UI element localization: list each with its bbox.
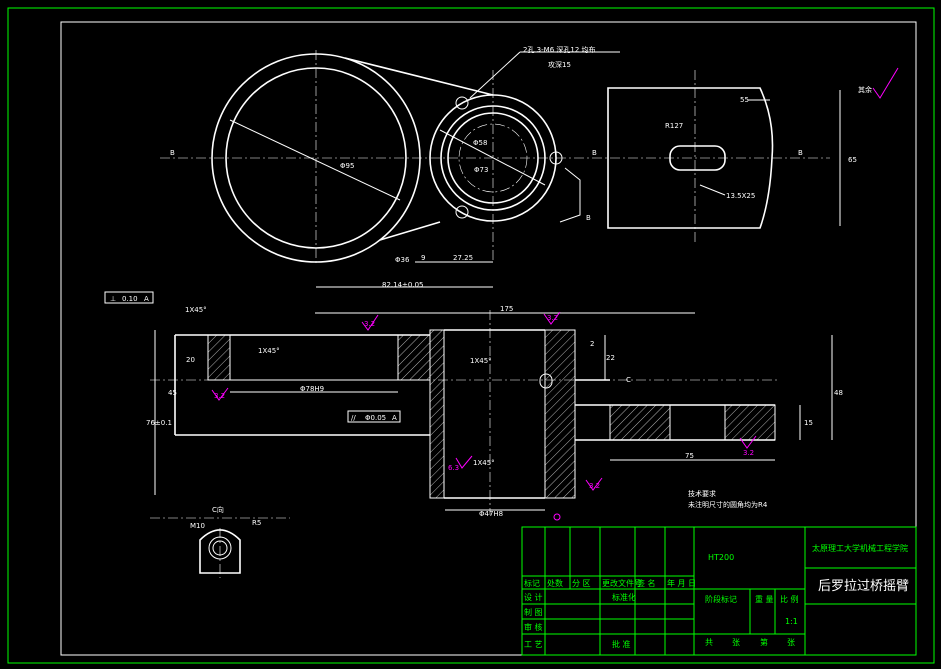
section-view: 175 1X45° 1X45° 1X45° 1X45° Φ78H9 Φ47H8 … [104,291,843,521]
svg-text:标记: 标记 [524,578,540,588]
svg-text:C向: C向 [212,505,224,514]
svg-text:1X45°: 1X45° [470,357,492,365]
svg-text:0.10: 0.10 [122,295,138,303]
svg-text:3.2: 3.2 [214,392,225,400]
svg-text:攻深15: 攻深15 [548,60,571,69]
svg-text:分 区: 分 区 [572,579,591,588]
svg-text:45: 45 [168,389,177,397]
svg-text:审 核: 审 核 [524,622,543,632]
svg-text:13.5X25: 13.5X25 [726,192,755,200]
svg-text:签 名: 签 名 [637,578,656,588]
big-ring-inner [225,67,407,249]
big-ring-outer [211,53,421,263]
svg-text:3.2: 3.2 [364,320,375,328]
svg-text:重 量: 重 量 [755,594,774,604]
svg-text:15: 15 [804,419,813,427]
svg-text:B: B [170,149,175,157]
svg-text:9: 9 [421,254,425,262]
tech-req-text: 未注明尺寸的圆角均为R4 [688,500,768,509]
svg-text:工 艺: 工 艺 [524,640,543,649]
svg-text:制 图: 制 图 [524,607,543,617]
svg-text:2: 2 [590,340,594,348]
svg-text:48: 48 [834,389,843,397]
svg-text:1X45°: 1X45° [258,347,280,355]
inner-frame [60,21,917,656]
svg-text:Φ47H8: Φ47H8 [479,510,503,518]
svg-text:1X45°: 1X45° [185,306,207,314]
svg-text:B: B [592,149,597,157]
svg-text:Φ58: Φ58 [473,139,487,147]
slot [669,145,726,171]
drawing-title: 后罗拉过桥摇臂 [818,579,909,594]
svg-text:A: A [392,414,397,422]
svg-text:设 计: 设 计 [524,592,543,602]
svg-text:3.2: 3.2 [547,314,558,322]
svg-text:1:1: 1:1 [785,617,798,626]
svg-text:比 例: 比 例 [780,594,799,604]
svg-text:更改文件号: 更改文件号 [602,578,642,588]
svg-text:82.14±0.05: 82.14±0.05 [382,281,424,289]
svg-text:75: 75 [685,452,694,460]
svg-text:22: 22 [606,354,615,362]
top-view: 2孔 3-M6 深孔12 均布 攻深15 Φ95 Φ58 Φ73 R127 55… [160,45,899,289]
svg-text:Φ95: Φ95 [340,162,354,170]
svg-text:R5: R5 [252,519,261,527]
svg-text:6.3: 6.3 [448,464,459,472]
title-block: 标记 处数 分 区 更改文件号 签 名 年 月 日 设 计 标准化 制 图 审 … [521,526,917,656]
svg-text:处数: 处数 [547,578,563,588]
svg-text://: // [351,414,356,422]
svg-text:76±0.1: 76±0.1 [146,419,172,427]
svg-text:第: 第 [760,637,768,647]
svg-text:27.25: 27.25 [453,254,473,262]
svg-text:B: B [798,149,803,157]
svg-text:B: B [586,214,591,222]
svg-text:阶段标记: 阶段标记 [705,594,737,604]
svg-text:Φ73: Φ73 [474,166,488,174]
tech-req-title: 技术要求 [688,489,716,498]
svg-text:A: A [144,295,149,303]
svg-text:C: C [626,376,631,384]
svg-text:共: 共 [705,638,713,647]
outer-frame [7,7,935,664]
svg-text:M10: M10 [190,522,205,530]
svg-text:年 月 日: 年 月 日 [667,578,696,588]
svg-text:R127: R127 [665,122,683,130]
svg-text:张: 张 [787,638,795,647]
svg-text:批 准: 批 准 [612,639,631,649]
svg-text:65: 65 [848,156,857,164]
svg-text:Φ78H9: Φ78H9 [300,385,324,393]
hole-callout: 2孔 3-M6 深孔12 均布 [523,45,596,54]
view-c: C向 M10 R5 [150,505,290,578]
material-label: HT200 [708,553,734,562]
svg-text:175: 175 [500,305,513,313]
school-label: 太原理工大学机械工程学院 [812,543,908,553]
svg-text:Φ0.05: Φ0.05 [365,414,386,422]
svg-text:标准化: 标准化 [612,592,636,602]
svg-text:1X45°: 1X45° [473,459,495,467]
svg-text:Φ36: Φ36 [395,256,410,264]
svg-text:3.2: 3.2 [743,449,754,457]
svg-text:55: 55 [740,96,749,104]
svg-text:⊥: ⊥ [110,295,116,303]
svg-text:其余: 其余 [858,85,872,94]
svg-text:张: 张 [732,638,740,647]
svg-text:3.2: 3.2 [589,482,600,490]
svg-text:20: 20 [186,356,195,364]
